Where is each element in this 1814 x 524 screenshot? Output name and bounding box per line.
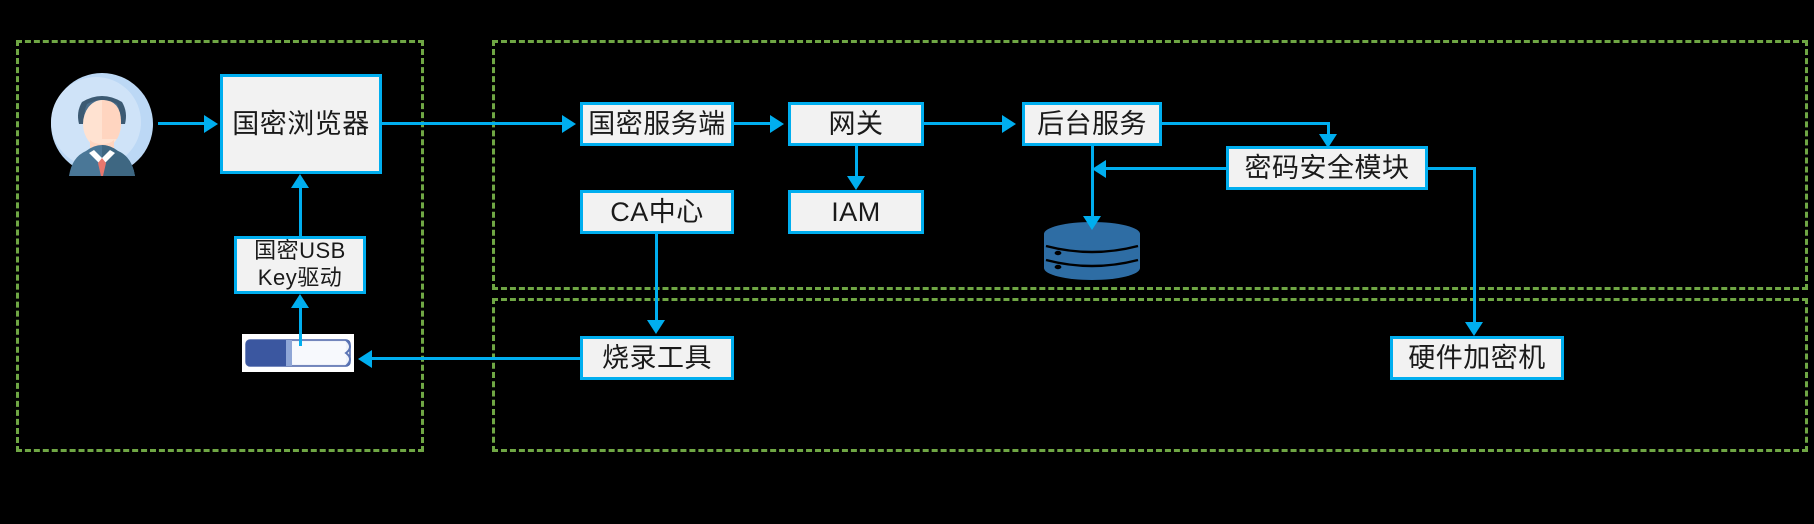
arrowhead-usb-driver-to-browser <box>291 174 309 188</box>
arrowhead-gm-server-to-gateway <box>770 115 784 133</box>
edge-user-to-browser <box>158 122 206 125</box>
node-iam[interactable]: IAM <box>788 190 924 234</box>
node-gm-server[interactable]: 国密服务端 <box>580 102 734 146</box>
edge-usb-key-to-driver <box>299 306 302 346</box>
arrowhead-browser-to-gm-server <box>562 115 576 133</box>
node-usb-driver[interactable]: 国密USB Key驱动 <box>234 236 366 294</box>
zone-client <box>16 40 424 452</box>
arrowhead-backend-to-database <box>1083 216 1101 230</box>
node-gateway[interactable]: 网关 <box>788 102 924 146</box>
edge-crypto-to-hsm-h <box>1428 167 1476 170</box>
edge-usb-driver-to-browser <box>299 186 302 236</box>
node-browser[interactable]: 国密浏览器 <box>220 74 382 174</box>
edge-browser-to-gm-server <box>382 122 564 125</box>
edge-backend-to-crypto-h <box>1162 122 1330 125</box>
edge-backend-to-database <box>1091 146 1094 224</box>
edge-gateway-to-backend <box>924 122 1004 125</box>
arrowhead-gateway-to-iam <box>847 176 865 190</box>
arrowhead-crypto-to-backend <box>1092 160 1106 178</box>
node-burn-tool[interactable]: 烧录工具 <box>580 336 734 380</box>
edge-backend-to-crypto-v <box>1327 122 1330 136</box>
arrowhead-ca-to-burn-tool <box>647 320 665 334</box>
node-hsm[interactable]: 硬件加密机 <box>1390 336 1564 380</box>
user-avatar-icon <box>50 72 154 176</box>
arrowhead-crypto-to-hsm <box>1465 322 1483 336</box>
usb-key-icon <box>242 334 354 372</box>
arrowhead-gateway-to-backend <box>1002 115 1016 133</box>
edge-crypto-to-backend <box>1106 167 1228 170</box>
edge-burn-tool-to-usb-key <box>372 357 580 360</box>
arrowhead-user-to-browser <box>204 115 218 133</box>
edge-ca-to-burn-tool <box>655 234 658 322</box>
edge-gm-server-to-gateway <box>734 122 772 125</box>
node-backend[interactable]: 后台服务 <box>1022 102 1162 146</box>
edge-gateway-to-iam <box>855 146 858 178</box>
node-crypto-module[interactable]: 密码安全模块 <box>1226 146 1428 190</box>
edge-crypto-to-hsm-v <box>1473 167 1476 325</box>
arrowhead-burn-tool-to-usb-key <box>358 350 372 368</box>
arrowhead-usb-key-to-driver <box>291 294 309 308</box>
arrowhead-backend-to-crypto <box>1319 134 1337 148</box>
database-cylinder-icon <box>1040 222 1144 280</box>
node-ca-center[interactable]: CA中心 <box>580 190 734 234</box>
zone-server <box>492 40 1808 290</box>
zone-device <box>492 298 1808 452</box>
